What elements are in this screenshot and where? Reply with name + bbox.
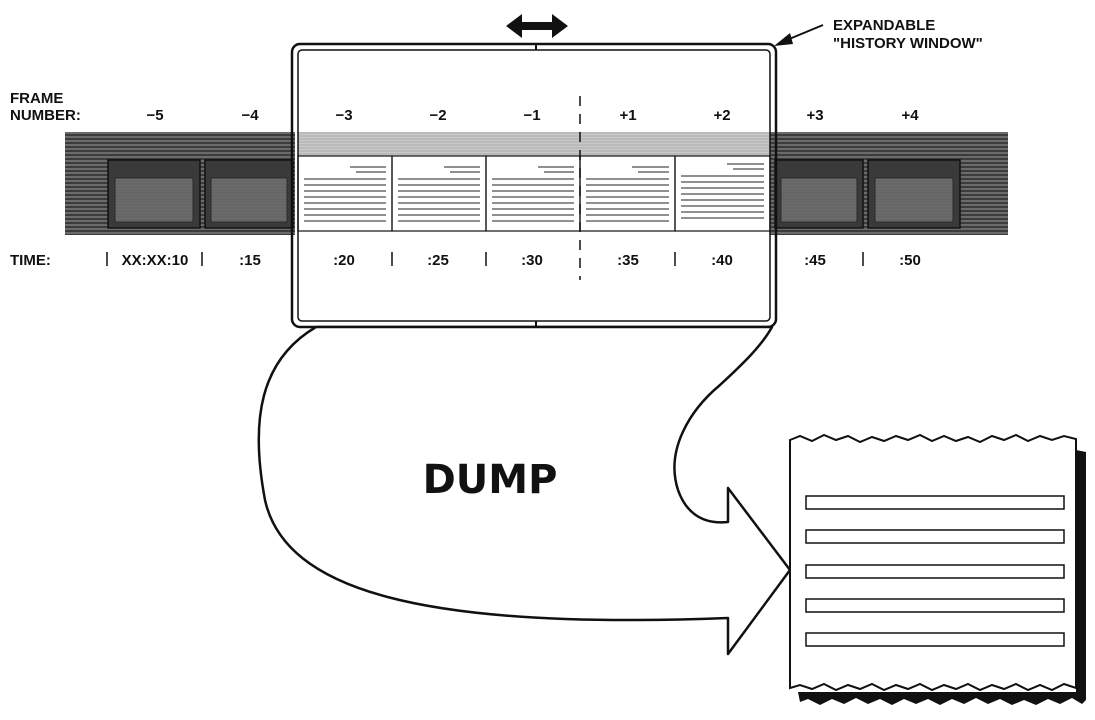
callout-arrow: [774, 24, 824, 46]
time-value: :35: [617, 252, 639, 269]
document-line: [805, 564, 1065, 579]
frame-number: +1: [619, 107, 636, 124]
time-value: :25: [427, 252, 449, 269]
frame-number: −4: [241, 107, 259, 124]
frame-number: −3: [335, 107, 352, 124]
frame-number: −2: [429, 107, 446, 124]
frame-number: −5: [146, 107, 163, 124]
frame-numbers: −5 −4 −3 −2 −1 +1 +2 +3 +4: [146, 107, 919, 124]
double-headed-arrow-icon[interactable]: [506, 14, 568, 38]
frame-number: −1: [523, 107, 540, 124]
time-value: :20: [333, 252, 355, 269]
film-strip-window-body: [298, 156, 770, 235]
time-value: :40: [711, 252, 733, 269]
frame-cell-right-1: [774, 159, 864, 229]
time-label: TIME:: [10, 252, 51, 269]
callout-line-2: "HISTORY WINDOW": [833, 35, 983, 52]
time-ticks: [106, 252, 864, 266]
time-values: XX:XX:10 :15 :20 :25 :30 :35 :40 :45 :50: [122, 252, 921, 269]
document-line: [805, 632, 1065, 647]
dump-arrow: [257, 325, 792, 656]
time-value: :15: [239, 252, 261, 269]
time-value: XX:XX:10: [122, 252, 189, 269]
frame-number: +2: [713, 107, 730, 124]
window-frame-cell: [674, 155, 771, 232]
window-frame-cell: [391, 155, 487, 232]
document-line: [805, 495, 1065, 510]
window-frame-cell: [297, 155, 393, 232]
frame-number: +3: [806, 107, 823, 124]
frame-cell-left-1: [107, 159, 201, 229]
torn-document: [789, 433, 1086, 705]
callout-line-1: EXPANDABLE: [833, 17, 935, 34]
window-frames: [297, 155, 771, 232]
frame-number-label-line-2: NUMBER:: [10, 107, 81, 124]
frame-number: +4: [901, 107, 919, 124]
frame-cell-left-2: [204, 159, 294, 229]
time-value: :30: [521, 252, 543, 269]
frame-number-label-line-1: FRAME: [10, 90, 63, 107]
time-value: :45: [804, 252, 826, 269]
document-line: [805, 529, 1065, 544]
time-value: :50: [899, 252, 921, 269]
document-line: [805, 598, 1065, 613]
frame-cell-right-2: [867, 159, 961, 229]
film-strip-window-band: [298, 132, 770, 156]
film-strip: [65, 132, 1008, 235]
dump-label: DUMP: [423, 457, 558, 503]
